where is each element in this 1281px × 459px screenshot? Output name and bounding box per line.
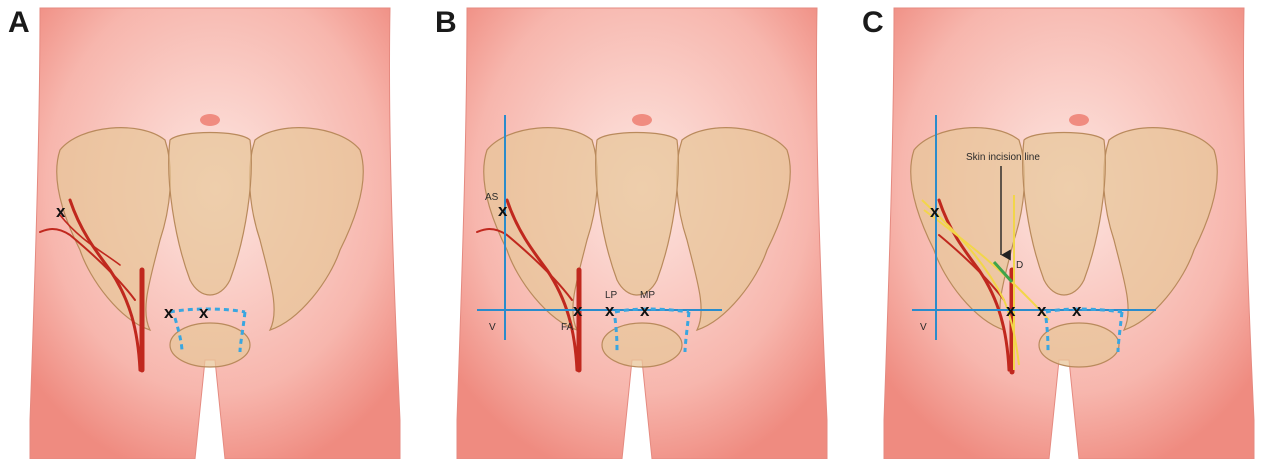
label-skin-incision-line: Skin incision line bbox=[966, 152, 1040, 163]
label-v: V bbox=[489, 322, 496, 333]
label-d: D bbox=[1016, 260, 1023, 271]
navel bbox=[200, 114, 220, 126]
marker-as: x bbox=[56, 202, 66, 221]
marker-lp: x bbox=[605, 301, 615, 320]
navel bbox=[1069, 114, 1089, 126]
label-mp: MP bbox=[640, 290, 655, 301]
marker-as: x bbox=[498, 201, 508, 220]
panel-label: A bbox=[8, 6, 30, 40]
panel-c: x x x x Skin incision line D V C bbox=[854, 0, 1281, 459]
panel-b: x x x x AS V FA LP MP B bbox=[427, 0, 854, 459]
marker-fa: x bbox=[1006, 301, 1016, 320]
marker-mp: x bbox=[1072, 301, 1082, 320]
navel bbox=[632, 114, 652, 126]
panel-label: B bbox=[435, 6, 457, 40]
panel-b-illustration: x x x x AS V FA LP MP bbox=[427, 0, 854, 459]
marker-as: x bbox=[930, 202, 940, 221]
label-as: AS bbox=[485, 192, 499, 203]
marker-lp: x bbox=[164, 303, 174, 322]
marker-mp: x bbox=[199, 303, 209, 322]
panel-a: x x x A bbox=[0, 0, 427, 459]
label-lp: LP bbox=[605, 290, 618, 301]
marker-lp: x bbox=[1037, 301, 1047, 320]
panel-a-illustration: x x x bbox=[0, 0, 427, 459]
marker-fa: x bbox=[573, 301, 583, 320]
marker-mp: x bbox=[640, 301, 650, 320]
panel-label: C bbox=[862, 6, 884, 40]
panel-c-illustration: x x x x Skin incision line D V bbox=[854, 0, 1281, 459]
label-fa: FA bbox=[561, 322, 574, 333]
label-v: V bbox=[920, 322, 927, 333]
